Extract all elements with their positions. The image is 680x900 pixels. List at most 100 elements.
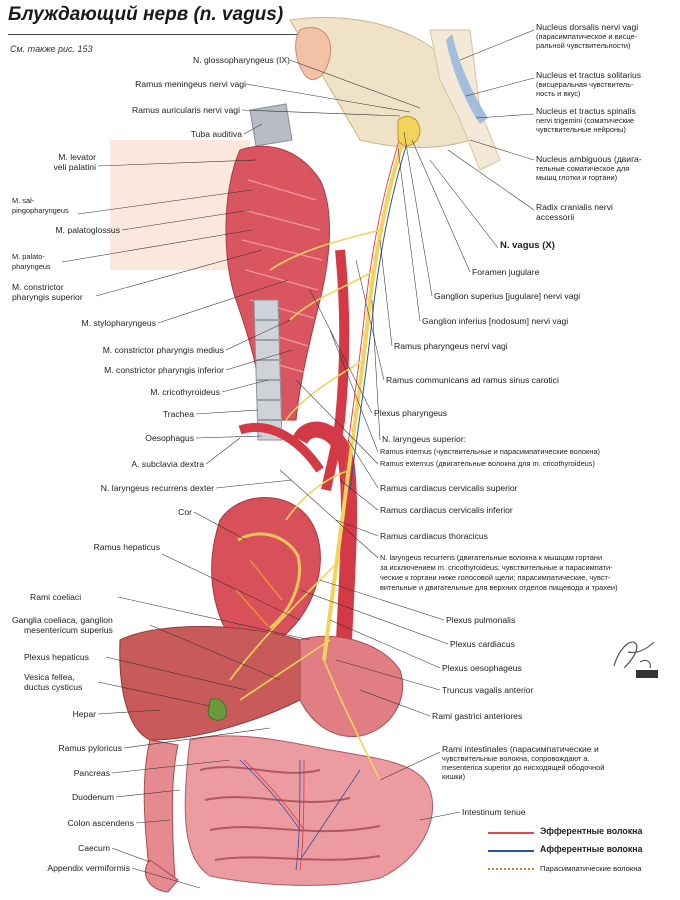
label-dorsalis-2: (парасимпатическое и висце- [536, 32, 638, 41]
heart-surface [237, 532, 302, 630]
vagus-red-fiber [341, 119, 407, 491]
label-ambig-1: Nucleus ambiguous (двига- [536, 154, 642, 164]
label-pyloricus: Ramus pyloricus [58, 743, 122, 753]
label-cor: Cor [178, 507, 192, 517]
colon-ascendens [143, 739, 179, 881]
legend-parasympathetic-label: Парасимпатические волокна [540, 864, 642, 873]
page-title: Блуждающий нерв (n. vagus) [8, 4, 284, 25]
label-plexpulm: Plexus pulmonalis [446, 615, 516, 625]
label-plexcard: Plexus cardiacus [450, 639, 515, 649]
label-truncus: Truncus vagalis anterior [442, 685, 534, 695]
label-pancreas: Pancreas [73, 768, 110, 778]
subclavian-artery [238, 422, 324, 473]
legend-parasympathetic: Парасимпатические волокна [488, 860, 678, 878]
label-crico: M. cricothyroideus [150, 387, 220, 397]
ganglion-nodosum [397, 116, 421, 147]
label-hepar: Hepar [72, 709, 96, 719]
label-ganglia-1: Ganglia coeliaca, ganglion [12, 615, 113, 625]
title-divider [8, 34, 298, 35]
liver [119, 626, 301, 741]
label-ambig-2: тельные соматическое для [536, 164, 630, 173]
legend-efferent-label: Эфферентные волокна [540, 826, 643, 836]
legend-afferent-label: Афферентные волокна [540, 844, 643, 854]
label-hepaticus: Ramus hepaticus [93, 542, 160, 552]
label-plexph: Plexus pharyngeus [374, 408, 448, 418]
label-subclavia: A. subclavia dextra [131, 459, 204, 469]
label-ganglia-2: mesentericum superius [24, 625, 113, 635]
legend-efferent-swatch [488, 832, 534, 834]
label-solitar-1: Nucleus et tractus solitarius [536, 70, 642, 80]
label-cardsup: Ramus cardiacus cervicalis superior [380, 483, 518, 493]
palate-region [110, 140, 250, 270]
label-recurr-4: вительные и двигательные для верхних отд… [380, 583, 618, 592]
label-dorsalis-1: Nucleus dorsalis nervi vagi [536, 22, 639, 32]
leader-lines-left [61, 59, 421, 889]
label-intest-4: кишки) [442, 772, 466, 781]
caecum [145, 859, 179, 893]
label-radix-2: accessorii [536, 212, 575, 222]
gut-vessels [239, 759, 361, 871]
gallbladder [207, 698, 227, 721]
label-foramen: Foramen jugulare [472, 267, 540, 277]
label-radix-1: Radix cranialis nervi [536, 202, 613, 212]
heart-vessels [235, 559, 283, 627]
label-plexhep: Plexus hepaticus [24, 652, 89, 662]
intestine-loops [199, 766, 381, 861]
label-constrmed: M. constrictor pharyngis medius [102, 345, 224, 355]
legend-parasympathetic-swatch [488, 868, 534, 870]
label-auricularis: Ramus auricularis nervi vagi [132, 105, 240, 115]
legend-afferent-swatch [488, 850, 534, 852]
vagus-blue-fiber [349, 121, 415, 491]
ear [295, 27, 332, 80]
label-ganginf: Ganglion inferius [nodosum] nervi vagi [422, 316, 569, 326]
label-salping-1: M. sal- [12, 196, 35, 205]
label-palatoglossus: M. palatoglossus [55, 225, 121, 235]
label-rampharyng: Ramus pharyngeus nervi vagi [394, 341, 508, 351]
label-gastrici: Rami gastrici anteriores [432, 711, 523, 721]
gut-arteries [243, 759, 305, 871]
vagus-branches [229, 229, 381, 781]
label-glossopharyngeus: N. glossopharyngeus (IX) [193, 55, 290, 65]
label-constrsup-1: M. constrictor [12, 282, 64, 292]
label-vesica-1: Vesica fellea, [24, 672, 75, 682]
label-cardthor: Ramus cardiacus thoracicus [380, 531, 488, 541]
vagus-trunk [322, 119, 412, 661]
label-intest-1: Rami intestinales (парасимпатические и [442, 744, 599, 754]
carotid-artery [321, 249, 350, 491]
label-ambig-3: мышц глотки и гортани) [536, 173, 618, 182]
label-tenue: Intestinum tenue [462, 807, 526, 817]
legend-afferent: Афферентные волокна [488, 842, 678, 860]
label-dorsalis-3: ральной чувствительности) [536, 41, 631, 50]
tuba-auditiva [249, 103, 293, 147]
trachea-rings [254, 319, 282, 421]
label-solitar-2: (висцеральная чувствитель- [536, 80, 634, 89]
label-recurr-3: ческие к гортани ниже голосовой щели; па… [380, 573, 611, 582]
label-externus: Ramus externus (двигательные волокна для… [380, 459, 595, 468]
label-spinalis-3: чувствительные нейроны) [536, 125, 626, 134]
label-vagus: N. vagus (X) [500, 240, 555, 251]
label-palatoph-2: pharyngeus [12, 262, 51, 271]
label-spinalis-1: Nucleus et tractus spinalis [536, 106, 636, 116]
label-salping-2: pingopharyngeus [12, 206, 69, 215]
label-solitar-3: ность и вкус) [536, 89, 581, 98]
label-laryngsup: N. laryngeus superior: [382, 434, 467, 444]
label-duodenum: Duodenum [71, 792, 114, 802]
label-communicans: Ramus communicans ad ramus sinus carotic… [386, 375, 559, 385]
label-levator-1: M. levator [58, 152, 96, 162]
label-oeso: Oesophagus [145, 433, 194, 443]
label-stylo: M. stylopharyngeus [81, 318, 156, 328]
label-constrsup-2: pharyngis superior [12, 292, 83, 302]
see-also-note: См. также рис. 153 [10, 44, 93, 54]
label-appendix: Appendix vermiformis [47, 863, 130, 873]
label-recurr-2: за исключением m. cricothyroideus; чувст… [380, 563, 613, 572]
label-trachea: Trachea [162, 409, 194, 419]
leader-lines-right [279, 29, 535, 821]
label-meningeus: Ramus meningeus nervi vagi [135, 79, 246, 89]
label-vesica-2: ductus cysticus [24, 682, 83, 692]
pharynx-striation [241, 179, 323, 373]
label-intest-3: mesenterica superior до нисходящей ободо… [442, 763, 605, 772]
brainstem-blue [446, 34, 488, 124]
heart [211, 497, 321, 655]
legend-efferent: Эфферентные волокна [488, 824, 678, 842]
